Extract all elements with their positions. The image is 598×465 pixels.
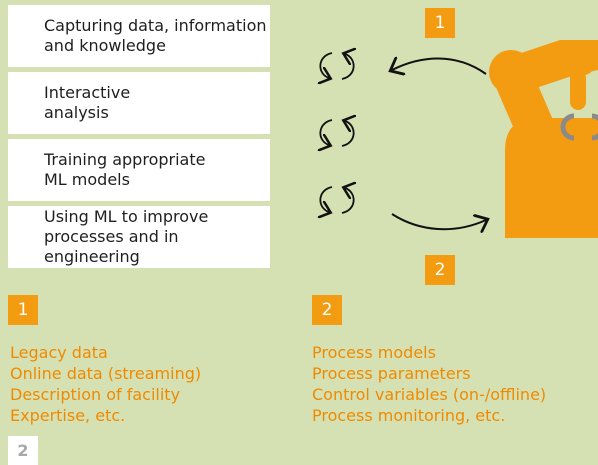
list-two-item: Control variables (on-/offline) — [312, 385, 547, 404]
list-one-item: Expertise, etc. — [10, 406, 126, 425]
step-interactive-analysis: Interactive analysis — [8, 72, 270, 134]
list-one-item: Legacy data — [10, 343, 108, 362]
list-two-badge: 2 — [312, 295, 342, 325]
list-one-item: Description of facility — [10, 385, 181, 404]
list-one-badge: 1 — [8, 295, 38, 325]
badge-output-2: 2 — [425, 255, 455, 285]
step-capturing-data: Capturing data, information and knowledg… — [8, 5, 270, 67]
step-capturing-data-label: Capturing data, information and knowledg… — [44, 16, 267, 55]
step-using-ml-label: Using ML to improve processes and in eng… — [44, 207, 209, 266]
step-using-ml: Using ML to improve processes and in eng… — [8, 206, 270, 268]
list-two-item: Process monitoring, etc. — [312, 406, 506, 425]
list-one-item: Online data (streaming) — [10, 364, 202, 383]
list-two: Process models Process parameters Contro… — [312, 342, 546, 426]
step-training-models-label: Training appropriate ML models — [44, 150, 206, 189]
input-arrow — [392, 59, 487, 75]
robot-arm-icon — [489, 40, 598, 238]
page-number: 2 — [8, 436, 38, 465]
cycle-icon — [320, 187, 353, 213]
badge-input-1: 1 — [425, 8, 455, 38]
step-training-models: Training appropriate ML models — [8, 139, 270, 201]
step-interactive-analysis-label: Interactive analysis — [44, 83, 131, 122]
list-two-item: Process parameters — [312, 364, 471, 383]
cycle-icon — [320, 120, 353, 146]
output-arrow — [391, 213, 486, 229]
list-one: Legacy data Online data (streaming) Desc… — [10, 342, 201, 426]
cycle-icon — [320, 53, 353, 79]
list-two-item: Process models — [312, 343, 436, 362]
